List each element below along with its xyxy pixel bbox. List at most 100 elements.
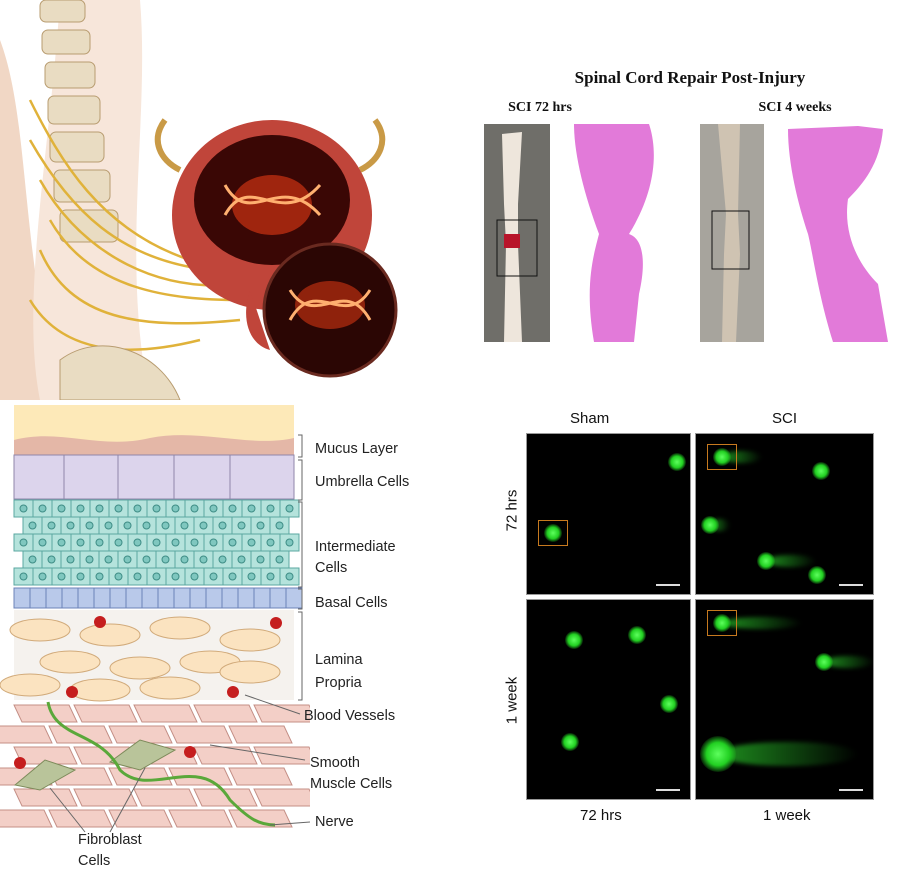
- bottom-label-1week: 1 week: [763, 807, 811, 824]
- lamina-propria-cells: [0, 616, 281, 702]
- basal-cell: [125, 587, 143, 609]
- basal-cell: [253, 587, 271, 609]
- lamina-cell: [139, 676, 201, 700]
- smooth-muscle-cell: [0, 725, 53, 744]
- comet-tail: [718, 742, 858, 766]
- smooth-muscle-cell: [253, 746, 310, 765]
- basal-cell: [173, 587, 191, 609]
- highlight-box: [538, 520, 568, 546]
- label-smooth-2: Muscle Cells: [310, 776, 393, 792]
- lamina-cell: [219, 628, 281, 652]
- column-header-sci: SCI: [772, 410, 798, 427]
- spine-bladder-illustration: [0, 0, 420, 400]
- smooth-muscle-cell: [168, 809, 233, 828]
- basal-cell: [205, 587, 223, 609]
- comet-nucleus: [668, 453, 686, 471]
- comet-tail: [766, 555, 816, 567]
- label-fibroblast-2: Cells: [78, 853, 111, 869]
- lamina-cell: [109, 656, 171, 680]
- basal-cell: [141, 587, 159, 609]
- comet-tail: [722, 451, 762, 463]
- scale-bar: [656, 789, 680, 791]
- label-lamina-1: Lamina: [315, 652, 363, 668]
- comet-tail: [824, 656, 873, 668]
- basal-cell: [109, 587, 127, 609]
- row-label-1week: 1 week: [503, 676, 521, 725]
- lamina-cell: [0, 673, 61, 697]
- basal-cell: [285, 587, 303, 609]
- row-label-72hrs: 72 hrs: [503, 489, 521, 532]
- label-basal-cells: Basal Cells: [315, 595, 388, 611]
- injury-box: [711, 210, 750, 270]
- sci-72hrs-label: SCI 72 hrs: [508, 100, 572, 115]
- smooth-muscle-cell: [73, 704, 138, 723]
- he-histology-4weeks: [788, 126, 888, 342]
- basal-cells: [13, 587, 303, 609]
- smooth-muscle-cell: [13, 788, 78, 807]
- comet-panel-sci-1week: [695, 599, 874, 800]
- intermediate-cells: [13, 499, 300, 586]
- comet-nucleus: [561, 733, 579, 751]
- column-header-sham: Sham: [570, 410, 610, 427]
- label-umbrella-cells: Umbrella Cells: [315, 474, 410, 490]
- lamina-cell: [149, 616, 211, 640]
- comet-tail: [722, 617, 802, 629]
- label-intermediate-2: Cells: [315, 560, 348, 576]
- comet-panel-sham-1week: [526, 599, 691, 800]
- sci-4weeks-label: SCI 4 weeks: [758, 100, 832, 115]
- basal-cell: [29, 587, 47, 609]
- comet-nucleus: [628, 626, 646, 644]
- scale-bar: [839, 789, 863, 791]
- basal-cell: [93, 587, 111, 609]
- smooth-muscle-cell: [108, 725, 173, 744]
- comet-nucleus: [700, 736, 736, 772]
- comet-nucleus: [660, 695, 678, 713]
- lamina-cell: [219, 660, 281, 684]
- label-intermediate-1: Intermediate: [315, 539, 396, 555]
- highlight-box: [707, 610, 737, 636]
- label-mucus-layer: Mucus Layer: [315, 441, 399, 457]
- comet-panel-sci-72hrs: [695, 433, 874, 595]
- smooth-muscle-cell: [253, 704, 310, 723]
- scale-bar: [656, 584, 680, 586]
- smooth-muscle-cell: [228, 767, 293, 786]
- nerve-fiber: [46, 701, 276, 827]
- vertebrae: [39, 0, 119, 243]
- comet-panel-sham-72hrs: [526, 433, 691, 595]
- smooth-muscle-cell: [133, 788, 198, 807]
- spinal-cord-photo-72hrs: [484, 124, 550, 342]
- smooth-muscle-cell: [108, 809, 173, 828]
- bladder-wall-layers-diagram: [0, 405, 310, 833]
- smooth-muscle-cell: [193, 704, 258, 723]
- smooth-muscle-cell: [193, 788, 258, 807]
- basal-cell: [45, 587, 63, 609]
- comet-nucleus: [808, 566, 826, 584]
- label-smooth-1: Smooth: [310, 755, 360, 771]
- label-nerve: Nerve: [315, 814, 354, 830]
- layer-brackets: [49, 434, 310, 833]
- label-fibroblast-1: Fibroblast: [78, 832, 142, 848]
- smooth-muscle-cell: [253, 788, 310, 807]
- spinal-cord-photo-4weeks: [700, 124, 764, 342]
- lamina-cell: [39, 650, 101, 674]
- basal-cell: [221, 587, 239, 609]
- spinal-panel-title: Spinal Cord Repair Post-Injury: [574, 68, 806, 87]
- basal-cell: [269, 587, 287, 609]
- basal-cell: [157, 587, 175, 609]
- comet-nucleus: [544, 524, 562, 542]
- comet-nucleus: [757, 552, 775, 570]
- umbrella-cells: [13, 454, 295, 500]
- basal-cell: [189, 587, 207, 609]
- nerves: [28, 99, 241, 351]
- smooth-muscle-cell: [133, 704, 198, 723]
- comet-nucleus: [713, 614, 731, 632]
- he-histology-72hrs: [574, 124, 654, 342]
- basal-cell: [77, 587, 95, 609]
- smooth-muscle-cell: [168, 725, 233, 744]
- comet-nucleus: [701, 516, 719, 534]
- label-blood-vessels: Blood Vessels: [304, 708, 396, 724]
- lamina-cell: [69, 678, 131, 702]
- smooth-muscle-cell: [193, 746, 258, 765]
- mucus-layer: [14, 435, 294, 460]
- smooth-muscle-cell: [0, 809, 53, 828]
